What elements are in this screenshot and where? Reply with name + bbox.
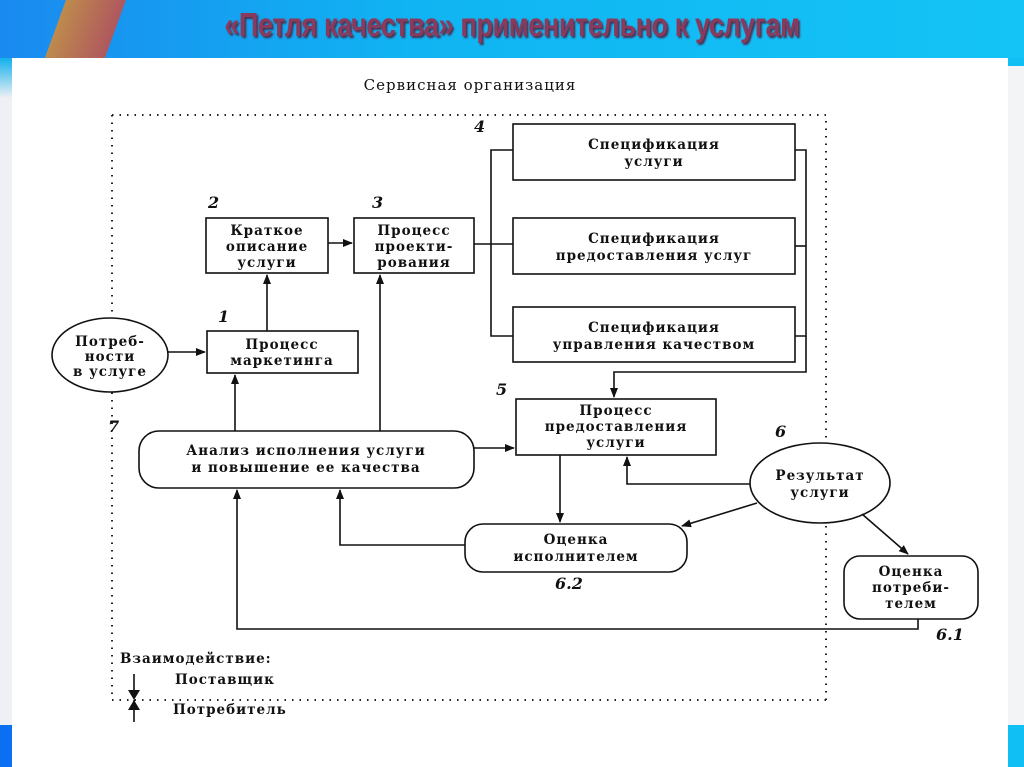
arrow-provider-eval-to-analysis [336, 489, 465, 546]
node-delivery-process: 5 Процесс предоставления услуги [496, 380, 717, 456]
needs-line: ности [85, 349, 135, 365]
customer-eval-line: Оценка [879, 564, 944, 580]
legend-supplier: Поставщик [175, 672, 275, 688]
connectors [168, 149, 919, 630]
legend-consumer: Потребитель [173, 702, 287, 718]
spec-service-line: Спецификация [588, 137, 720, 153]
brief-shape [205, 217, 329, 274]
node-result: 6 Результат услуги [749, 422, 891, 524]
spec-delivery-line: предоставления услуг [556, 248, 753, 264]
needs-shape [51, 317, 169, 393]
delivery-line: Процесс [579, 403, 652, 419]
line-spec-bracket-right [795, 149, 807, 337]
spec-service-line: услуги [624, 154, 683, 170]
node-customer-evaluation: Оценка потреби- телем 6.1 [843, 555, 979, 644]
provider-eval-line: Оценка [544, 532, 609, 548]
customer-eval-number: 6.1 [936, 625, 964, 644]
legend: Взаимодействие: Поставщик Потребитель [120, 651, 287, 722]
analysis-line: Анализ исполнения услуги [186, 443, 425, 459]
marketing-number: 1 [218, 307, 229, 326]
legend-title: Взаимодействие: [120, 651, 272, 667]
design-line: рования [377, 255, 450, 271]
consumer-arrowhead-icon [128, 700, 140, 710]
arrow-specs-to-delivery [610, 336, 807, 398]
spec-group-number: 4 [474, 117, 485, 136]
container-label: Сервисная организация [364, 76, 577, 94]
spec-quality-line: управления качеством [553, 337, 755, 353]
spec-quality-line: Спецификация [588, 320, 720, 336]
analysis-number: 7 [108, 417, 119, 436]
result-line: услуги [790, 485, 849, 501]
provider-eval-number: 6.2 [555, 574, 583, 593]
arrow-result-to-customer-eval [861, 513, 909, 555]
node-needs: Потреб- ности в услуге [51, 317, 169, 393]
arrow-result-to-delivery [623, 456, 750, 485]
design-shape [353, 217, 475, 274]
arrow-result-to-provider-eval [681, 502, 758, 528]
provider-eval-shape [464, 523, 688, 573]
spec-quality-shape [512, 306, 796, 363]
node-spec-delivery: Спецификация предоставления услуг [512, 217, 796, 275]
marketing-line: Процесс [245, 337, 318, 353]
brief-line: Краткое [230, 223, 303, 239]
slide-title: «Петля качества» применительно к услугам [224, 6, 800, 43]
supplier-arrowhead-icon [128, 690, 140, 700]
brief-line: услуги [237, 255, 296, 271]
needs-line: Потреб- [75, 334, 145, 350]
customer-eval-shape [843, 555, 979, 620]
marketing-line: маркетинга [230, 353, 334, 369]
header-band [0, 0, 1024, 58]
node-analysis: 7 Анализ исполнения услуги и повышение е… [108, 417, 475, 489]
right-decor-strip [1008, 58, 1024, 767]
provider-eval-line: исполнителем [513, 549, 638, 565]
customer-eval-line: потреби- [872, 580, 950, 596]
marketing-shape [206, 330, 359, 374]
result-number: 6 [775, 422, 786, 441]
spec-delivery-shape [512, 217, 796, 275]
node-design-process: 3 Процесс проекти- рования [353, 193, 475, 274]
line-spec-bracket-left [490, 149, 513, 337]
analysis-shape [138, 430, 475, 489]
delivery-line: предоставления [545, 419, 688, 435]
result-shape [749, 442, 891, 524]
delivery-shape [515, 398, 717, 456]
customer-eval-line: телем [885, 596, 937, 612]
arrow-customer-eval-to-analysis [233, 489, 919, 630]
needs-line: в услуге [73, 364, 147, 380]
spec-service-shape [512, 123, 796, 181]
result-line: Результат [775, 468, 864, 484]
left-decor-strip [0, 58, 12, 767]
slide-content-area [12, 58, 1008, 767]
node-marketing: 1 Процесс маркетинга [206, 307, 359, 374]
spec-delivery-line: Спецификация [588, 231, 720, 247]
design-number: 3 [372, 193, 383, 212]
brief-number: 2 [207, 193, 219, 212]
node-spec-quality: Спецификация управления качеством [512, 306, 796, 363]
node-provider-evaluation: Оценка исполнителем 6.2 [464, 523, 688, 593]
analysis-line: и повышение ее качества [191, 460, 420, 476]
delivery-line: услуги [586, 435, 645, 451]
left-decor-bottom [0, 725, 12, 767]
node-spec-service: Спецификация услуги [512, 123, 796, 181]
right-decor-bottom [1008, 725, 1024, 767]
organization-boundary-bottom [111, 115, 826, 701]
delivery-number: 5 [496, 380, 507, 399]
design-line: проекти- [375, 239, 454, 255]
right-decor-top [1008, 58, 1024, 66]
design-line: Процесс [377, 223, 450, 239]
node-brief-description: 2 Краткое описание услуги [205, 193, 329, 274]
brief-line: описание [226, 239, 308, 255]
